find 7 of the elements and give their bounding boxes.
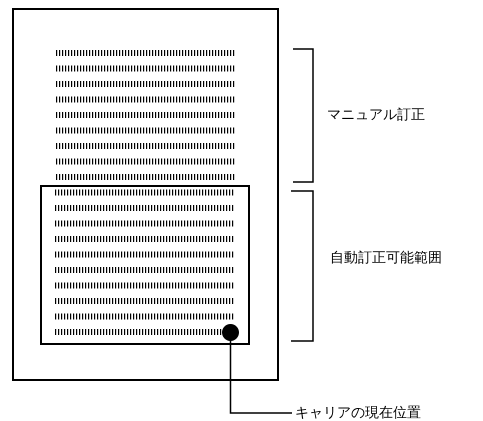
carrier-dot	[222, 324, 239, 341]
range-label: マニュアル訂正	[327, 107, 425, 123]
page-frame	[12, 8, 279, 381]
range-label: 自動訂正可能範囲	[330, 250, 442, 266]
leader-line	[230, 341, 292, 414]
region-frame	[40, 185, 250, 345]
callout-label: キャリアの現在位置	[295, 405, 465, 421]
